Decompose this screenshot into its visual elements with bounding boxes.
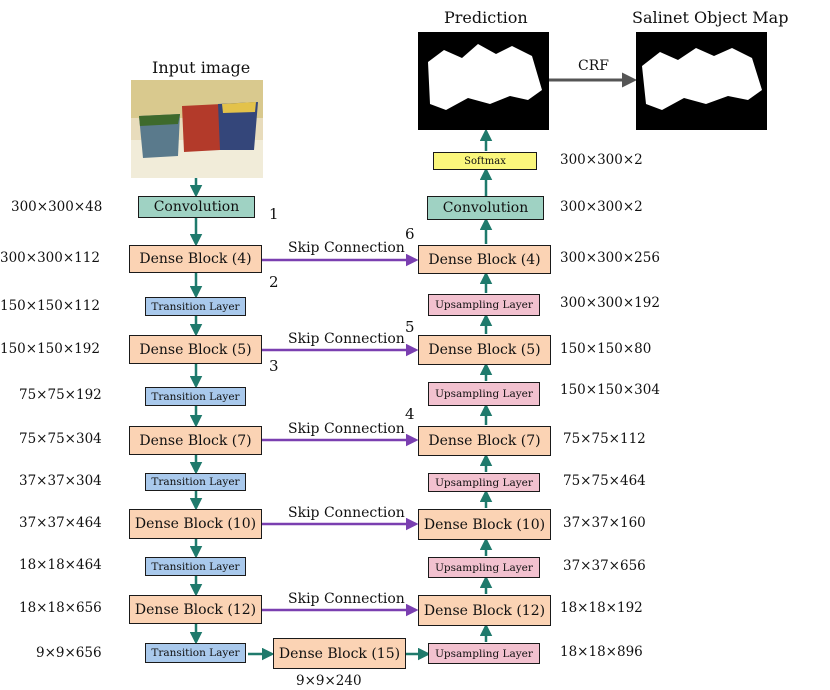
decoder-dim: 300×300×192: [560, 295, 660, 311]
encoder-convolution: Convolution: [138, 196, 255, 218]
decoder-dim: 75×75×464: [563, 473, 646, 489]
bottleneck-dense-block-15: Dense Block (15): [273, 638, 406, 669]
step-number: 6: [405, 225, 415, 243]
decoder-dim: 300×300×2: [560, 152, 643, 168]
decoder-dim: 18×18×896: [560, 644, 643, 660]
encoder-dim: 150×150×192: [0, 341, 100, 357]
encoder-dense-block-7: Dense Block (7): [129, 426, 262, 455]
skip-connection-label: Skip Connection: [288, 505, 405, 521]
prediction-title: Prediction: [444, 8, 528, 27]
skip-connection-label: Skip Connection: [288, 591, 405, 607]
encoder-dim: 18×18×464: [19, 557, 102, 573]
decoder-dim: 150×150×304: [560, 382, 660, 398]
prediction-map: [418, 32, 549, 130]
encoder-dense-block-10: Dense Block (10): [129, 509, 262, 539]
decoder-dim: 150×150×80: [560, 341, 652, 357]
saliency-map-title: Salinet Object Map: [632, 8, 789, 27]
step-number: 4: [405, 405, 415, 423]
decoder-dim: 37×37×160: [563, 515, 646, 531]
encoder-dim: 9×9×656: [36, 645, 102, 661]
encoder-transition-layer-5: Transition Layer: [145, 643, 246, 663]
decoder-dim: 300×300×2: [560, 199, 643, 215]
decoder-upsampling-layer-4: Upsampling Layer: [428, 557, 540, 578]
input-image: [131, 80, 263, 178]
encoder-dim: 37×37×304: [19, 473, 102, 489]
skip-connection-label: Skip Connection: [288, 331, 405, 347]
decoder-upsampling-layer-3: Upsampling Layer: [428, 473, 540, 492]
encoder-dense-block-12: Dense Block (12): [129, 595, 262, 624]
encoder-dim: 18×18×656: [19, 600, 102, 616]
encoder-transition-layer-3: Transition Layer: [145, 473, 246, 491]
decoder-upsampling-layer-2: Upsampling Layer: [428, 382, 540, 406]
decoder-dense-block-12: Dense Block (12): [418, 595, 551, 626]
decoder-dim: 37×37×656: [563, 558, 646, 574]
step-number: 5: [405, 318, 415, 336]
encoder-dim: 37×37×464: [19, 515, 102, 531]
decoder-upsampling-layer-5: Upsampling Layer: [428, 643, 540, 664]
skip-connection-label: Skip Connection: [288, 421, 405, 437]
encoder-dim: 150×150×112: [0, 298, 100, 314]
crf-label: CRF: [578, 58, 609, 74]
decoder-dense-block-10: Dense Block (10): [418, 509, 551, 540]
skip-connection-arrows: [262, 253, 419, 617]
decoder-dense-block-4: Dense Block (4): [418, 245, 551, 274]
encoder-transition-layer-2: Transition Layer: [145, 387, 246, 406]
step-number: 1: [269, 205, 279, 223]
decoder-upsampling-layer-1: Upsampling Layer: [428, 294, 540, 316]
decoder-dense-block-5: Dense Block (5): [418, 335, 551, 365]
skip-connection-label: Skip Connection: [288, 240, 405, 256]
decoder-dim: 300×300×256: [560, 250, 660, 266]
decoder-dim: 18×18×192: [560, 600, 643, 616]
encoder-dim: 300×300×48: [11, 199, 103, 215]
saliency-map: [636, 32, 767, 130]
encoder-dim: 300×300×112: [0, 250, 100, 266]
encoder-transition-layer-1: Transition Layer: [145, 297, 246, 316]
bottleneck-dim: 9×9×240: [296, 673, 362, 689]
encoder-dense-block-4: Dense Block (4): [129, 245, 262, 273]
decoder-dim: 75×75×112: [563, 431, 646, 447]
input-image-title: Input image: [152, 58, 251, 77]
decoder-softmax: Softmax: [433, 152, 537, 170]
encoder-dim: 75×75×304: [19, 431, 102, 447]
decoder-convolution: Convolution: [427, 196, 544, 220]
step-number: 3: [269, 357, 279, 375]
encoder-dense-block-5: Dense Block (5): [129, 335, 262, 364]
step-number: 2: [269, 273, 279, 291]
decoder-dense-block-7: Dense Block (7): [418, 426, 551, 456]
encoder-dim: 75×75×192: [19, 387, 102, 403]
encoder-transition-layer-4: Transition Layer: [145, 557, 246, 576]
